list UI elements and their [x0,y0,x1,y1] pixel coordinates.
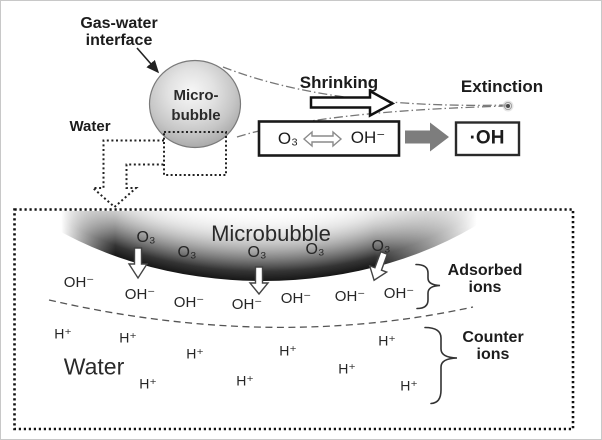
h-ion-label: H⁺ [119,329,137,346]
hydroxyl-radical-label: ·OH [469,127,505,149]
ion-layer-divider-line [48,299,474,329]
water-bottom-label: Water [63,353,125,380]
h-ion-label: H⁺ [54,325,72,342]
oh-ion-label: OH⁻ [231,296,263,313]
h-ion-label: H⁺ [279,342,297,359]
h-ion-label: H⁺ [338,360,356,377]
microbubble-sphere-label: Micro- bubble [171,87,221,124]
water-top-label: Water [69,117,111,135]
extinction-point-icon [502,100,514,112]
adsorption-arrow-icon [248,266,270,296]
oh-ion-label: OH⁻ [173,294,205,311]
counter-brace-icon [424,326,458,405]
o3-ion-label: O₃ [371,238,391,255]
equilibrium-arrow-icon [302,130,343,148]
shrinking-arrow-icon [309,88,396,118]
shrinking-label: Shrinking [299,72,379,92]
radical-box [454,121,521,157]
equilibrium-hydroxide-label: OH⁻ [350,127,386,147]
oh-ion-label: OH⁻ [124,286,156,303]
microbubble-sphere [148,59,242,149]
adsorbed-ions-label: Adsorbed ions [447,262,523,296]
extinction-label: Extinction [460,76,544,96]
oh-ion-label: OH⁻ [63,274,95,291]
adsorbed-brace-icon [415,263,441,310]
magnified-region-box [163,131,227,176]
reaction-arrow-icon [405,122,449,152]
adsorption-arrow-icon [368,250,389,282]
equilibrium-ozone-label: O₃ [277,128,299,148]
gas-water-interface-label: Gas-water interface [80,15,158,49]
counter-ions-label: Counter ions [462,329,524,363]
inset-microbubble-title: Microbubble [211,221,331,247]
h-ion-label: H⁺ [400,377,418,394]
oh-ion-label: OH⁻ [383,285,415,302]
h-ion-label: H⁺ [186,345,204,362]
h-ion-label: H⁺ [139,375,157,392]
h-ion-label: H⁺ [236,372,254,389]
water-inset-arrow-icon [90,139,164,209]
adsorption-arrow-icon [127,247,149,280]
inset-box [13,208,575,431]
o3-ion-label: O₃ [247,244,267,261]
o3-ion-label: O₃ [177,244,197,261]
oh-ion-label: OH⁻ [280,290,312,307]
o3-ion-label: O₃ [305,241,325,258]
h-ion-label: H⁺ [378,332,396,349]
gas-water-pointer-arrow-icon [136,47,160,74]
oh-ion-label: OH⁻ [334,288,366,305]
o3-ion-label: O₃ [136,229,156,246]
